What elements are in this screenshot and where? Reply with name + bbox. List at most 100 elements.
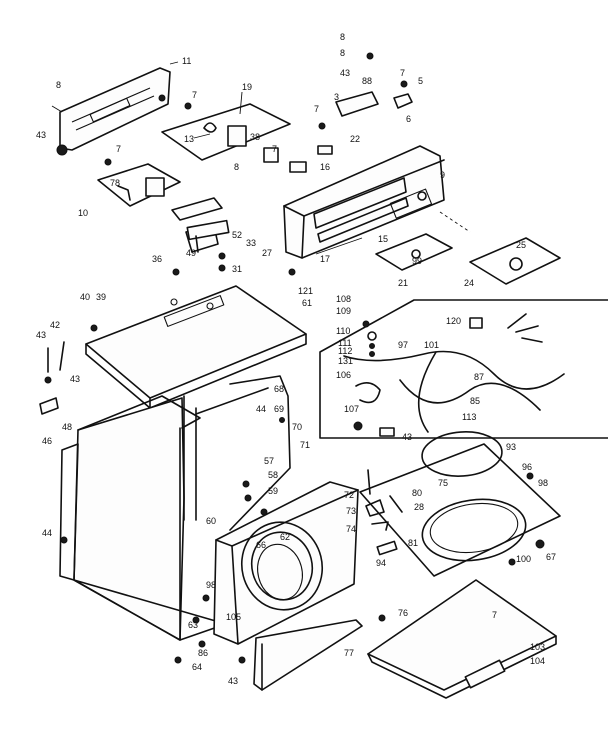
callout-label: 108: [336, 294, 351, 304]
callout-label: 76: [398, 608, 408, 618]
hinge-hardware-group: [39, 341, 65, 415]
callout-label: 7: [400, 68, 405, 78]
callout-label: 13: [184, 134, 194, 144]
callout-label: 120: [446, 316, 461, 326]
callout-label: 38: [250, 132, 260, 142]
switch-panel-group: [161, 91, 333, 173]
callout-label: 43: [36, 330, 46, 340]
toe-kick-part: [238, 619, 363, 691]
callout-label: 7: [116, 144, 121, 154]
callout-label: 46: [42, 436, 52, 446]
callout-label: 105: [226, 612, 241, 622]
callout-label: 63: [188, 620, 198, 630]
callout-label: 43: [36, 130, 46, 140]
callout-label: 7: [492, 610, 497, 620]
callout-label: 64: [192, 662, 202, 672]
callout-label: 8: [340, 48, 345, 58]
console-panel-part: [283, 145, 445, 259]
callout-label: 11: [182, 56, 191, 66]
callout-label: 104: [530, 656, 545, 666]
callout-label: 7: [314, 104, 319, 114]
callout-label: 48: [62, 422, 72, 432]
callout-label: 75: [438, 478, 448, 488]
callout-label: 62: [280, 532, 290, 542]
base-panel-part: [359, 431, 561, 577]
callout-label: 8: [340, 32, 345, 42]
callout-label: 58: [268, 470, 278, 480]
callout-label: 40: [80, 292, 90, 302]
callout-label: 6: [406, 114, 411, 124]
side-panel-part: [195, 375, 291, 531]
callout-label: 67: [546, 552, 556, 562]
callout-label: 72: [344, 490, 354, 500]
knob-box-group: [375, 211, 561, 285]
callout-label: 21: [398, 278, 408, 288]
callout-label: 78: [110, 178, 120, 188]
callout-label: 86: [198, 648, 208, 658]
callout-label: 17: [320, 254, 330, 264]
callout-label: 60: [206, 516, 216, 526]
callout-label: 44: [42, 528, 52, 538]
misc-screws: [60, 324, 534, 664]
callout-label: 69: [274, 404, 284, 414]
relay-bracket-group: [97, 102, 192, 207]
callout-label: 7: [192, 90, 197, 100]
lid-part: [367, 579, 557, 699]
callout-label: 52: [232, 230, 242, 240]
callout-label: 101: [424, 340, 439, 350]
callout-label: 43: [340, 68, 350, 78]
callout-label: 74: [346, 524, 356, 534]
callout-label: 8: [56, 80, 61, 90]
callout-label: 87: [474, 372, 484, 382]
callout-label: 31: [232, 264, 242, 274]
callout-label: 28: [414, 502, 424, 512]
control-bracket-part: [51, 61, 179, 156]
callout-label: 57: [264, 456, 274, 466]
top-panel-part: [85, 285, 307, 409]
callout-label: 131: [338, 356, 353, 366]
callout-label: 33: [246, 238, 256, 248]
callout-label: 7: [272, 144, 277, 154]
latch-hardware-group: [172, 219, 296, 276]
callout-label: 27: [262, 248, 272, 258]
callout-label: 103: [530, 642, 545, 652]
callout-label: 66: [256, 540, 266, 550]
callout-label: 36: [152, 254, 162, 264]
callout-label: 44: [256, 404, 266, 414]
callout-label: 70: [292, 422, 302, 432]
callout-label: 10: [78, 208, 88, 218]
front-panel-part: [213, 480, 359, 645]
callout-label: 121: [298, 286, 313, 296]
callout-label: 3: [334, 92, 339, 102]
callout-label: 8: [234, 162, 239, 172]
callout-label: 77: [344, 648, 354, 658]
callout-label: 43: [228, 676, 238, 686]
callout-label: 107: [344, 404, 359, 414]
callout-label: 98: [538, 478, 548, 488]
callout-label: 19: [242, 82, 252, 92]
callout-label: 49: [186, 248, 196, 258]
callout-label: 43: [402, 432, 412, 442]
callout-label: 42: [50, 320, 60, 330]
callout-label: 61: [302, 298, 312, 308]
cabinet-part: [59, 395, 227, 641]
callout-label: 25: [516, 240, 526, 250]
callout-label: 80: [412, 488, 422, 498]
callout-label: 88: [362, 76, 372, 86]
callout-label: 5: [418, 76, 423, 86]
callout-label: 93: [506, 442, 516, 452]
callout-label: 43: [70, 374, 80, 384]
callout-label: 59: [268, 486, 278, 496]
callout-label: 110: [336, 326, 350, 336]
callout-label: 9: [440, 170, 445, 180]
knob-hardware-group: [318, 52, 413, 130]
callout-label: 111: [338, 338, 352, 348]
wiring-harness-inset: [319, 299, 608, 439]
callout-label: 97: [398, 340, 408, 350]
callout-label: 71: [300, 440, 310, 450]
callout-label: 98: [206, 580, 216, 590]
callout-label: 24: [464, 278, 474, 288]
callout-label: 16: [320, 162, 330, 172]
